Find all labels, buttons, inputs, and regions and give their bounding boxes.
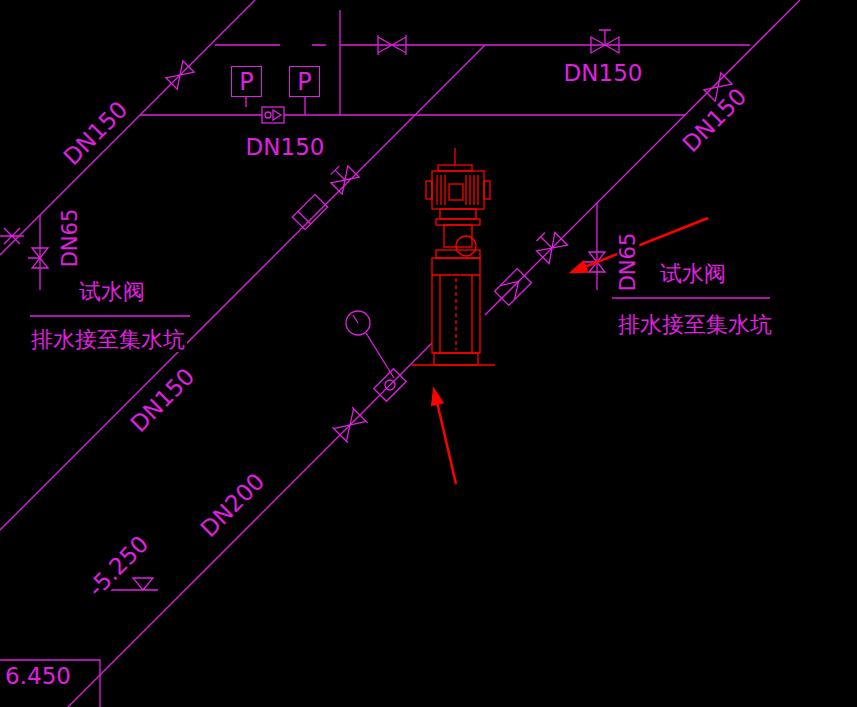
pipe-size: DN200 [194, 467, 270, 543]
pipe-size: DN65 [59, 207, 81, 270]
pump-gauge [456, 236, 476, 256]
pump-shaft [454, 148, 455, 165]
switch-letter: P [297, 70, 311, 94]
pump-motor [432, 171, 484, 209]
pump-body [455, 278, 456, 350]
callout-arrow [582, 218, 708, 268]
pump-motor [438, 165, 472, 171]
flex-joint [374, 369, 407, 402]
pipe-line [140, 114, 685, 115]
pipe-size: DN150 [244, 135, 327, 159]
pump-base [434, 353, 478, 365]
check-valve [495, 269, 532, 306]
check-valve [500, 274, 525, 299]
leader-line [30, 315, 190, 316]
pipe-line [339, 10, 340, 115]
pump-motor [426, 181, 432, 199]
flex-joint [292, 194, 327, 229]
pipe-line [0, 45, 485, 530]
pump-neck [436, 219, 480, 225]
flex-joint [383, 378, 397, 392]
drain-pipe [39, 215, 40, 290]
pump-base [412, 364, 495, 365]
switch-letter: P [239, 70, 253, 94]
pipe-size: DN150 [57, 95, 133, 171]
pipe-line [215, 44, 750, 45]
pipe-size: DN150 [676, 82, 752, 158]
check-valve [495, 269, 532, 306]
callout-arrows [432, 218, 708, 484]
pipe-lines [0, 0, 800, 707]
leader-line [612, 297, 770, 298]
pipe-size: DN150 [124, 362, 200, 438]
callout-arrow [432, 390, 442, 405]
pump-motor [484, 181, 490, 199]
gate-valve [591, 30, 619, 53]
gate-valve [332, 407, 367, 442]
pipe-line [0, 0, 255, 255]
valve-note: 试水阀 [77, 280, 147, 303]
flex-joint [292, 194, 327, 229]
pump-motor [437, 175, 478, 205]
pressure-switch-box: P [231, 66, 262, 97]
flex-joint [298, 211, 311, 224]
pump-motor [449, 184, 463, 200]
elevation: -5.250 [82, 530, 154, 602]
drain-pipe [596, 203, 597, 290]
pump-body [432, 258, 480, 353]
pump-neck [440, 209, 476, 219]
gate-valve [531, 227, 567, 263]
gate-valve [327, 162, 360, 195]
pressure-switch-box: P [289, 66, 320, 97]
suction-pipe [60, 343, 432, 707]
flex-joint [374, 369, 407, 402]
check-valve [265, 112, 271, 118]
test-valve [28, 248, 48, 268]
check-valve [262, 107, 284, 123]
valve-note: 试水阀 [658, 262, 728, 285]
drain-note: 排水接至集水坑 [29, 328, 187, 351]
elevation-mark [0, 660, 100, 707]
gate-valve [332, 407, 367, 442]
valve-symbol [0, 228, 24, 244]
check-valve [273, 110, 281, 120]
pressure-gauge [353, 315, 394, 378]
discharge-pipe [485, 0, 800, 315]
gate-valve [327, 162, 360, 195]
pump [412, 148, 495, 365]
gate-valve [166, 61, 194, 89]
gate-valve [166, 61, 194, 89]
pipe-size: DN65 [617, 231, 639, 294]
pump-flange [436, 250, 480, 258]
pump-body [432, 275, 480, 353]
gate-valve [378, 35, 406, 55]
gate-valve [531, 227, 567, 263]
callout-arrow [437, 402, 456, 484]
pipe-size: DN150 [562, 61, 645, 85]
elevation: 6.450 [3, 664, 73, 688]
callout-arrow [572, 262, 587, 272]
drain-note: 排水接至集水坑 [616, 313, 774, 336]
